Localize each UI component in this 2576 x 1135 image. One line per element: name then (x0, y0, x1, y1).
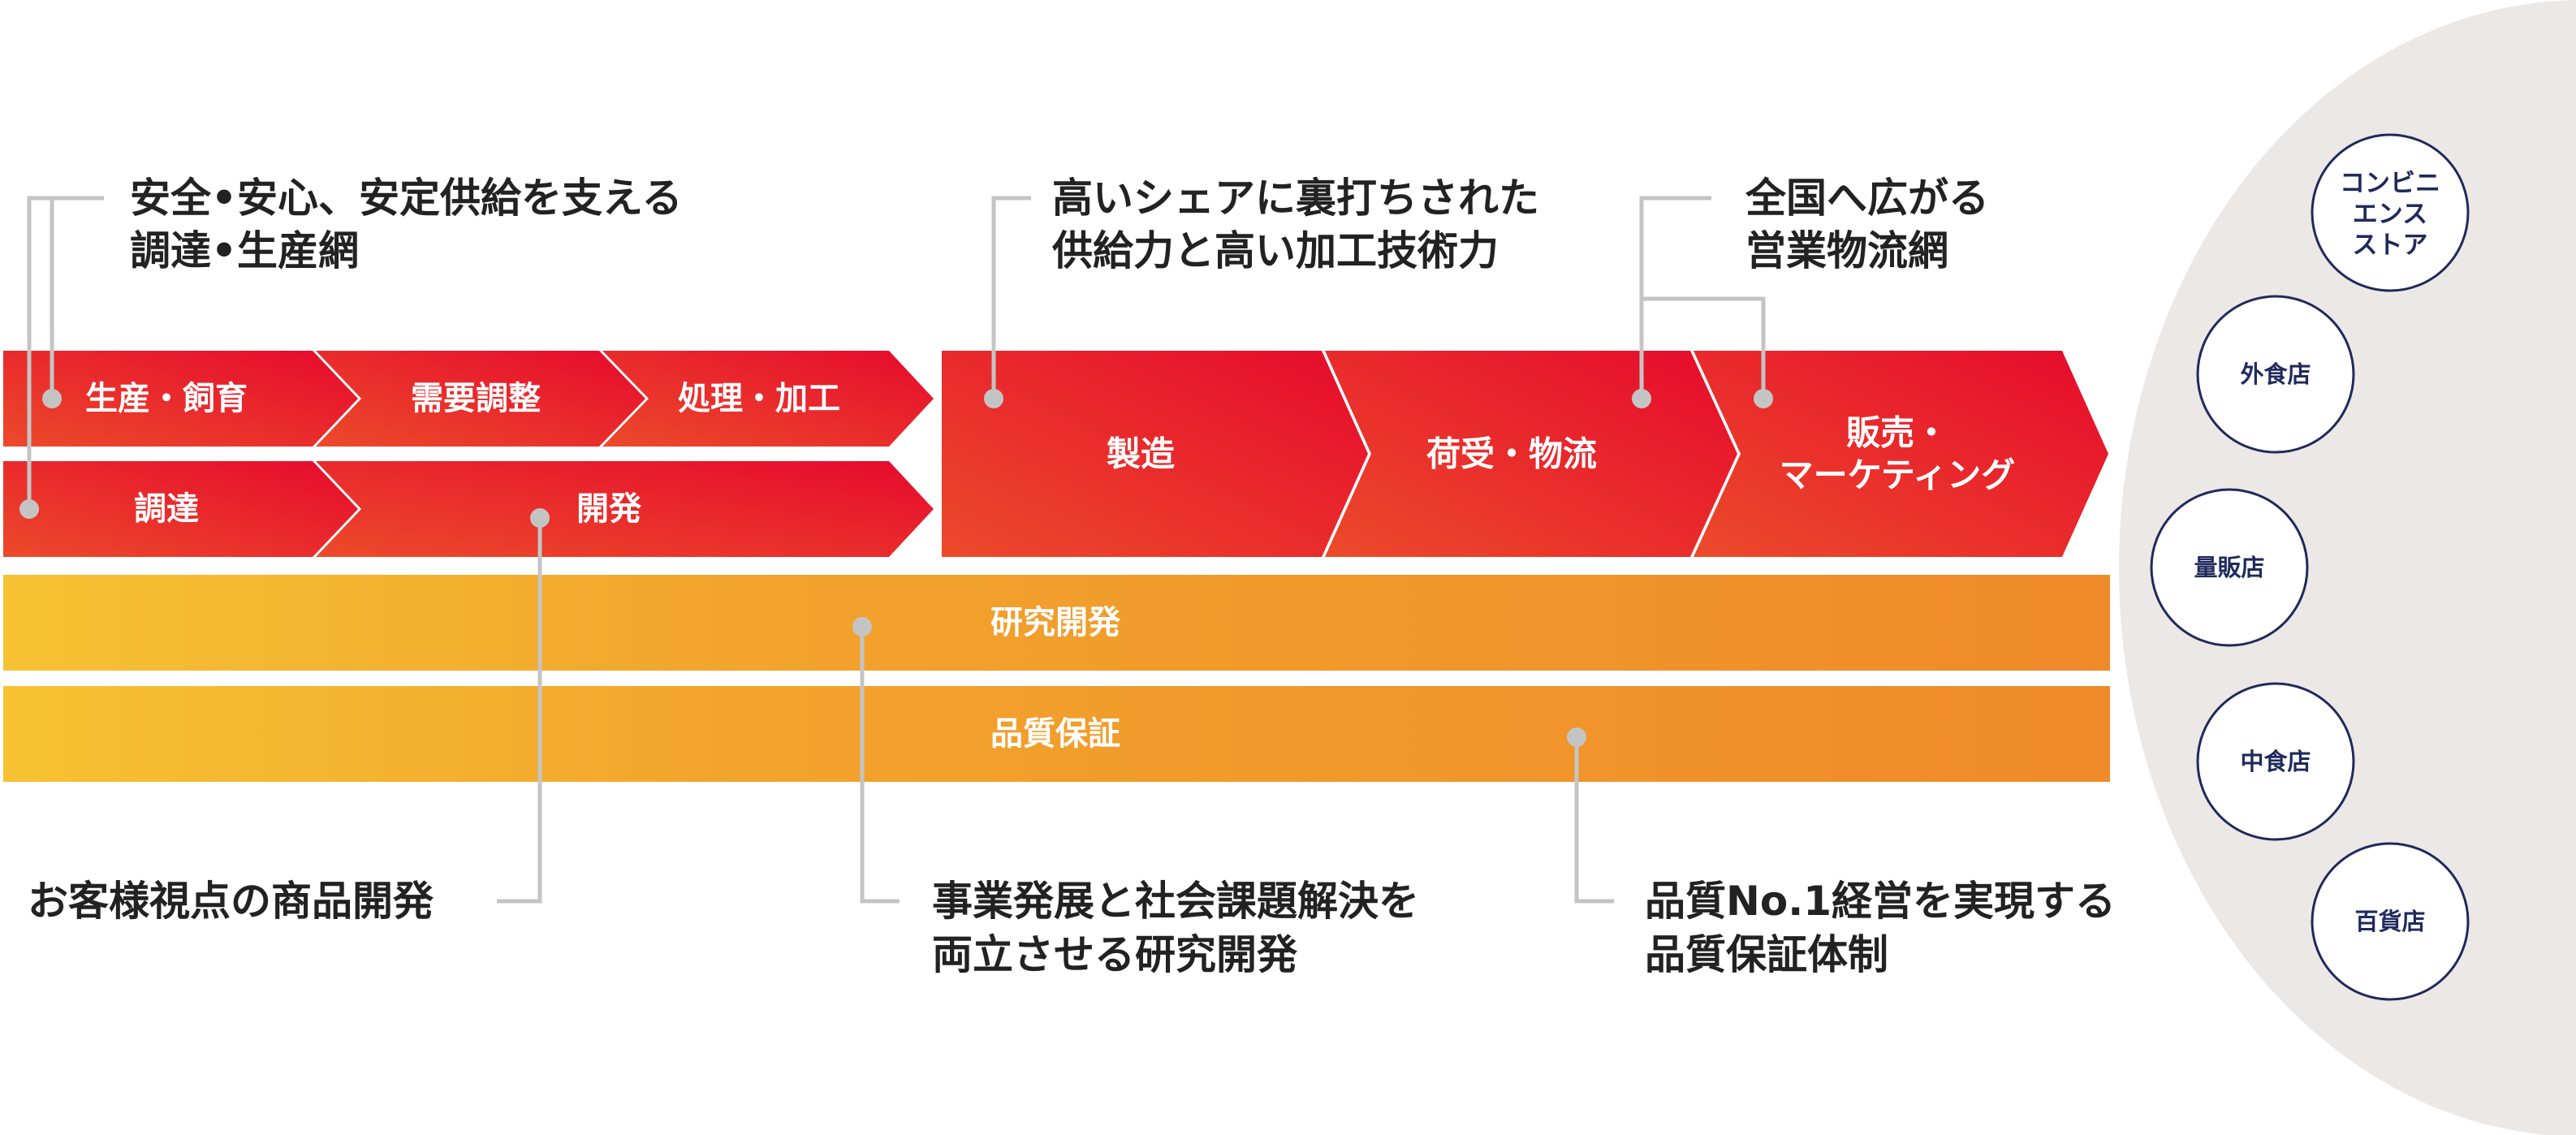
label-processing: 処理・加工 (678, 380, 840, 417)
dot-procurement (19, 499, 39, 519)
connector-quality (1574, 737, 1614, 904)
label-production: 生産・飼育 (85, 380, 248, 417)
chevron-procurement (3, 461, 358, 557)
customer-department-store: 百貨店 (2311, 842, 2470, 1001)
dot-logistics (1632, 389, 1651, 408)
customer-area (2119, 0, 2576, 1135)
customer-mass-retail: 量販店 (2150, 488, 2309, 647)
annotation-network-line1: 全国へ広がる (1745, 175, 1989, 222)
label-sales-line1: 販売・ (1846, 413, 1948, 453)
customer-ready-meals: 中食店 (2196, 682, 2355, 841)
annotation-research-line2: 両立させる研究開発 (932, 931, 1298, 978)
connector-customer (497, 518, 542, 904)
chevron-development (316, 461, 934, 557)
customer-convenience-line1: コンビニ (2340, 169, 2440, 198)
label-demand: 需要調整 (411, 380, 541, 417)
annotation-network-line2: 営業物流網 (1745, 227, 1948, 274)
connector-network (1639, 196, 1711, 399)
connector-supply (27, 196, 104, 509)
qa-band (3, 686, 2110, 782)
customer-ready-meals-label: 中食店 (2240, 748, 2311, 775)
dot-production (42, 389, 62, 408)
annotation-quality-line1: 品質No.1経営を実現する (1645, 878, 2116, 925)
customer-convenience-line2: エンス (2353, 200, 2427, 229)
customer-convenience-line3: ストア (2353, 231, 2428, 260)
chevron-manufacturing (942, 351, 1368, 557)
chevron-production (3, 351, 358, 447)
label-procurement: 調達 (134, 490, 199, 528)
customer-dining-out-label: 外食店 (2240, 360, 2311, 388)
label-qa: 品質保証 (990, 715, 1120, 753)
dot-qa (1567, 727, 1586, 747)
customer-mass-retail-label: 量販店 (2194, 554, 2264, 581)
customer-department-label: 百貨店 (2354, 908, 2425, 935)
label-sales-line2: マーケティング (1780, 455, 2016, 495)
annotation-quality-line2: 品質保証体制 (1645, 931, 1888, 978)
customer-convenience-store: コンビニ エンス ストア (2311, 133, 2470, 292)
annotation-share-line2: 供給力と高い加工技術力 (1052, 227, 1499, 274)
chevron-demand (316, 351, 645, 447)
annotation-supply-line2: 調達•生産網 (130, 227, 359, 274)
dot-manufacturing (984, 389, 1003, 408)
label-rnd: 研究開発 (990, 604, 1121, 641)
dot-rnd (852, 617, 872, 637)
annotation-share-line1: 高いシェアに裏打ちされた (1052, 175, 1539, 222)
label-manufacturing: 製造 (1107, 434, 1175, 474)
annotation-research-line1: 事業発展と社会課題解決を (932, 878, 1419, 925)
annotation-supply-line1: 安全•安心、安定供給を支える (130, 175, 682, 222)
dot-sales (1754, 389, 1773, 408)
chevron-sales (1694, 351, 2108, 557)
customer-dining-out: 外食店 (2196, 295, 2355, 454)
label-development: 開発 (576, 490, 642, 528)
connector-research (860, 627, 900, 904)
rnd-band (3, 575, 2110, 671)
connector-network-branch (1642, 296, 1766, 399)
label-logistics: 荷受・物流 (1426, 434, 1597, 474)
annotation-customer: お客様視点の商品開発 (28, 878, 434, 925)
connector-share (991, 196, 1031, 399)
dot-development (530, 508, 550, 528)
chevron-processing (602, 351, 934, 447)
